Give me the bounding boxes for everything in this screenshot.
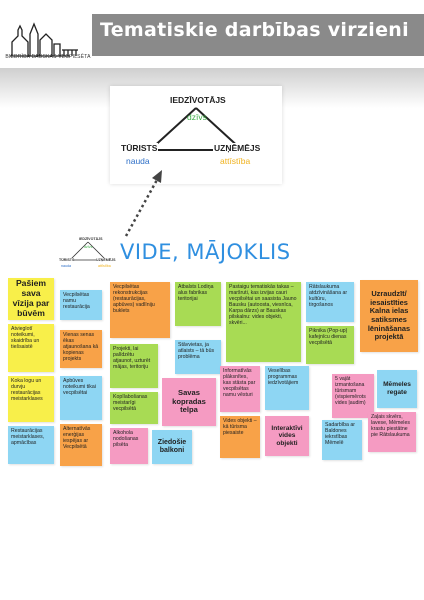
sticky-note: Alkohola nodošanas pilsēta: [110, 428, 148, 464]
sticky-note: Uzraudzīt/ iesaistīties Kalna ielas sati…: [360, 280, 418, 352]
sticky-note: Kopīlabošanas meistarīgi vecpilsētā: [110, 392, 158, 424]
sticky-note: Zaļais skvērs, lavese, Mēmeles krastu pi…: [368, 412, 416, 452]
page-title: Tematiskie darbības virzieni: [100, 19, 409, 41]
sticky-note: Restaurācijas meistarklases, apmācības: [8, 426, 54, 464]
sticky-note: Vecpilsētas namu restaurācija: [60, 290, 102, 320]
sticky-note: Atvieglotī noteikumi, skaidrība un tiešs…: [8, 324, 54, 372]
mini-top-label: IEDZĪVOTĀJS: [79, 237, 103, 241]
mini-right-sub: attīstība: [98, 264, 111, 268]
mini-left-sub: nauda: [61, 264, 71, 268]
sticky-note: Piknika (Pop-up) kafejnīcu dienas vecpil…: [306, 326, 354, 364]
sticky-note: Apbūves noteikumi tikai vecpilsētai: [60, 376, 102, 420]
sticky-note: Vides objekti – kā tūrisma piesaiste: [220, 416, 260, 458]
sticky-note: Atbalsts Lodiņa alus fabrikas teritorija…: [175, 282, 221, 326]
mini-top-sub: dzīvs: [84, 245, 93, 249]
triangle-left-label: TŪRISTS: [120, 143, 159, 153]
sticky-note: Vienas senas ēkas atjaunošana kā kopiena…: [60, 330, 102, 368]
triangle-top-sub: dzīvs: [187, 112, 207, 122]
sticky-note: Pašiem sava vīzija par būvēm: [8, 278, 54, 320]
bauska-old-town-logo: [10, 22, 78, 57]
mini-triangle-diagram: IEDZĪVOTĀJS dzīvs TŪRISTS nauda UZŅĒMĒJS…: [58, 233, 120, 273]
title-band: [92, 14, 424, 56]
triangle-diagram: IEDZĪVOTĀJS dzīvs TŪRISTS nauda UZŅĒMĒJS…: [110, 86, 282, 184]
sticky-note: 5 vajāt izmantošana tūrismam (vispiemēro…: [332, 374, 374, 418]
header: BIEDRĪBA BAUSKAS VECPILSĒTA Tematiskie d…: [0, 0, 424, 68]
sticky-note: Stāvvietas, ja atlaists – tā būs problēm…: [175, 340, 221, 374]
sticky-note: Sadarbība ar Baldones iekrstības Mēmelē: [322, 420, 362, 460]
sticky-note: Vecpilsētas rekonstrukcijas (restaurācij…: [110, 282, 170, 338]
sticky-note: Koka logu un durvju restaurācijas meista…: [8, 376, 54, 422]
sticky-note: Interaktīvi vides objekti: [265, 416, 309, 456]
sticky-note: Informatīvās plāksnītes, kas stāsta par …: [220, 366, 260, 412]
sticky-note: Projekti, lai palīdzētu atjaunot, uzturē…: [110, 344, 158, 388]
section-title: VIDE, MĀJOKLIS: [120, 240, 291, 264]
logo-caption: BIEDRĪBA BAUSKAS VECPILSĒTA: [5, 54, 91, 60]
triangle-right-sub: attīstība: [220, 156, 251, 166]
mini-right-label: UZŅĒMĒJS: [96, 258, 116, 262]
sticky-note: Rātslaukuma atdzīvināšana ar kultūru, ti…: [306, 282, 354, 322]
mini-left-label: TŪRISTS: [59, 258, 75, 262]
triangle-left-sub: nauda: [126, 156, 150, 166]
sticky-note: Veselības programmas iedzīvotājiem: [265, 366, 309, 410]
triangle-top-label: IEDZĪVOTĀJS: [168, 95, 228, 105]
sticky-note: Pastaigu tematiskās takas – maršruti, ka…: [226, 282, 301, 362]
sticky-note: Savas kopradas telpa: [162, 378, 216, 426]
sticky-note: Alternatīvās enerģijas iespējas ar Vecpi…: [60, 424, 102, 466]
sticky-note: Ziedošie balkoni: [152, 430, 192, 464]
triangle-right-label: UZŅĒMĒJS: [213, 143, 262, 153]
sticky-note: Mēmeles regate: [377, 370, 417, 408]
